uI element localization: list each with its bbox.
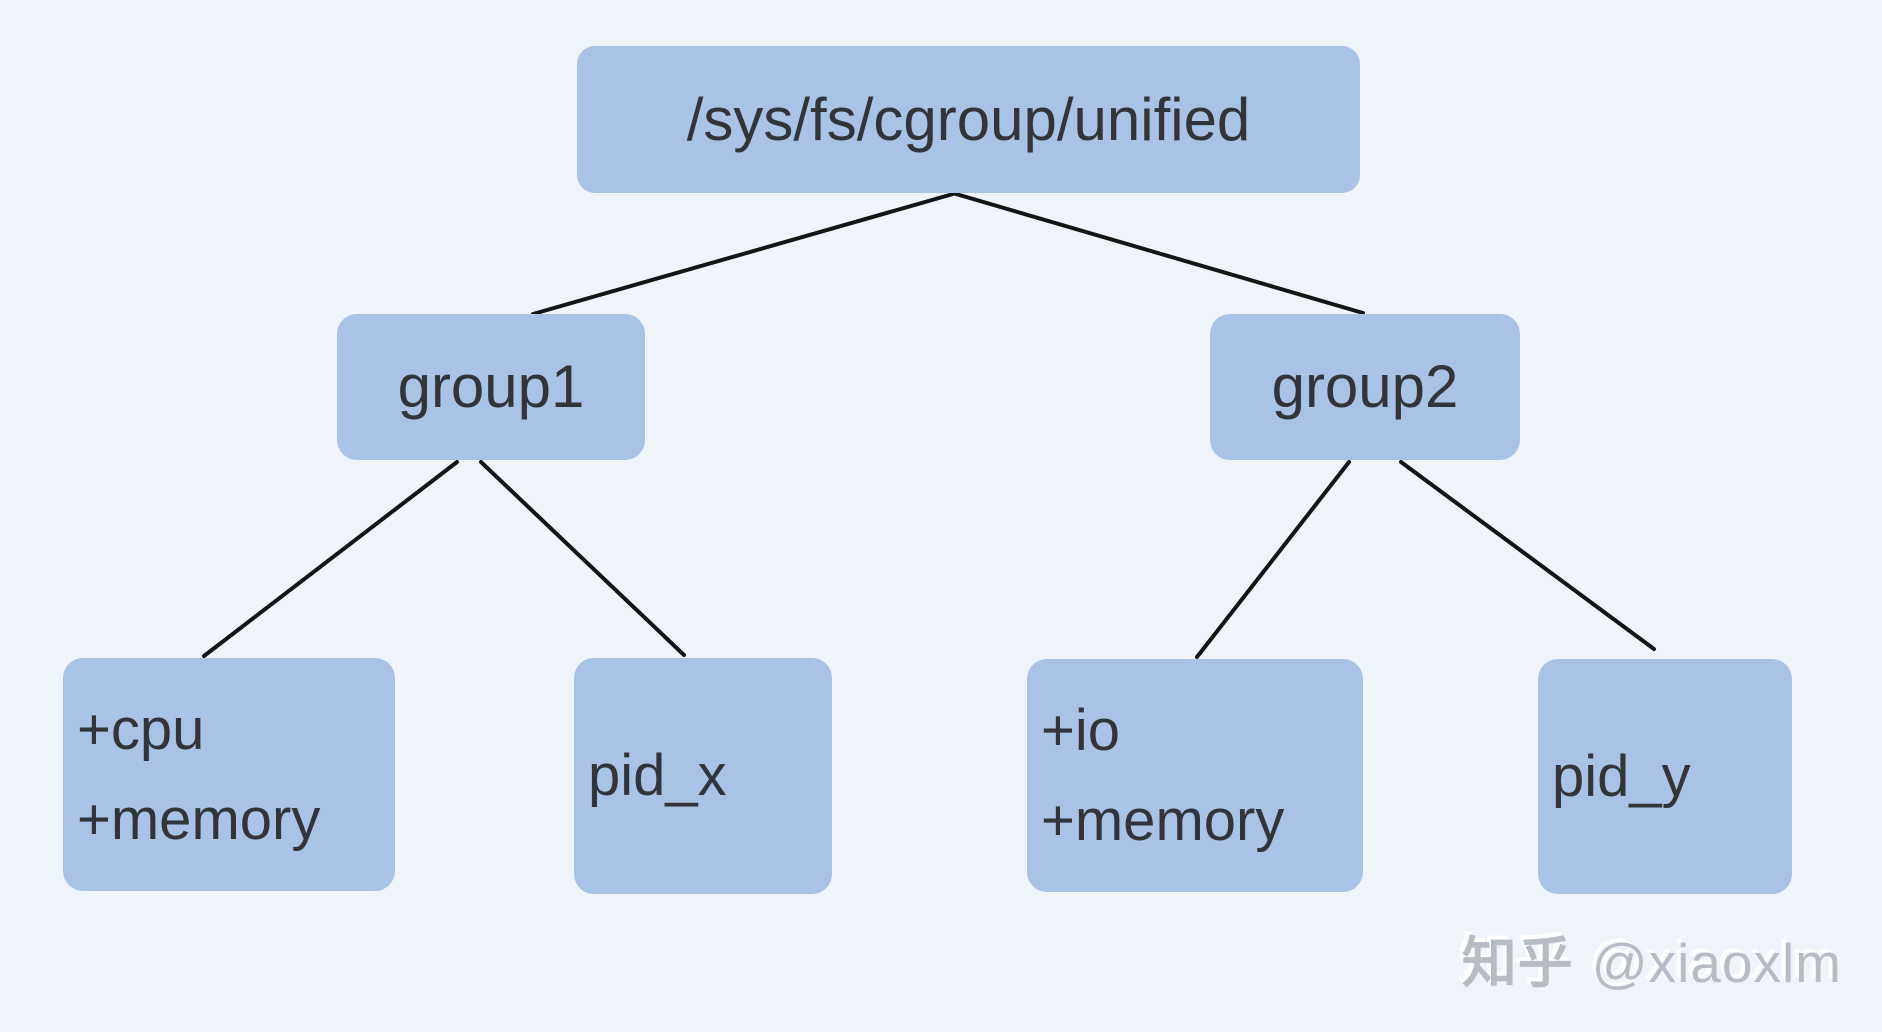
node-pid-x: pid_x — [574, 658, 832, 894]
edge-group1-pidx — [479, 460, 686, 657]
node-root-label: /sys/fs/cgroup/unified — [686, 85, 1251, 153]
edge-root-group1 — [531, 192, 955, 316]
node-root: /sys/fs/cgroup/unified — [577, 46, 1360, 193]
watermark-handle: @xiaoxlm — [1591, 932, 1842, 994]
edge-group2-controllers — [1195, 460, 1351, 659]
node-group1-label: group1 — [397, 353, 585, 420]
controller-line-memory: +memory — [77, 786, 321, 852]
node-pid-y: pid_y — [1538, 659, 1792, 894]
watermark: 知乎 @xiaoxlm — [1462, 918, 1842, 998]
edge-group1-controllers — [202, 460, 459, 658]
watermark-site: 知乎 — [1461, 932, 1574, 994]
edge-group2-pidy — [1399, 460, 1656, 651]
node-controllers-io-memory: +io +memory — [1027, 659, 1363, 892]
controller-line-memory2: +memory — [1041, 787, 1285, 853]
node-group2: group2 — [1210, 314, 1520, 460]
controller-line-cpu: +cpu — [77, 696, 205, 762]
controller-line-io: +io — [1041, 697, 1121, 763]
node-controllers-cpu-memory: +cpu +memory — [63, 658, 395, 891]
node-group2-label: group2 — [1271, 353, 1459, 420]
node-pid-y-label: pid_y — [1552, 743, 1691, 809]
node-group1: group1 — [337, 314, 645, 460]
edge-root-group2 — [954, 192, 1365, 315]
node-pid-x-label: pid_x — [588, 743, 727, 809]
